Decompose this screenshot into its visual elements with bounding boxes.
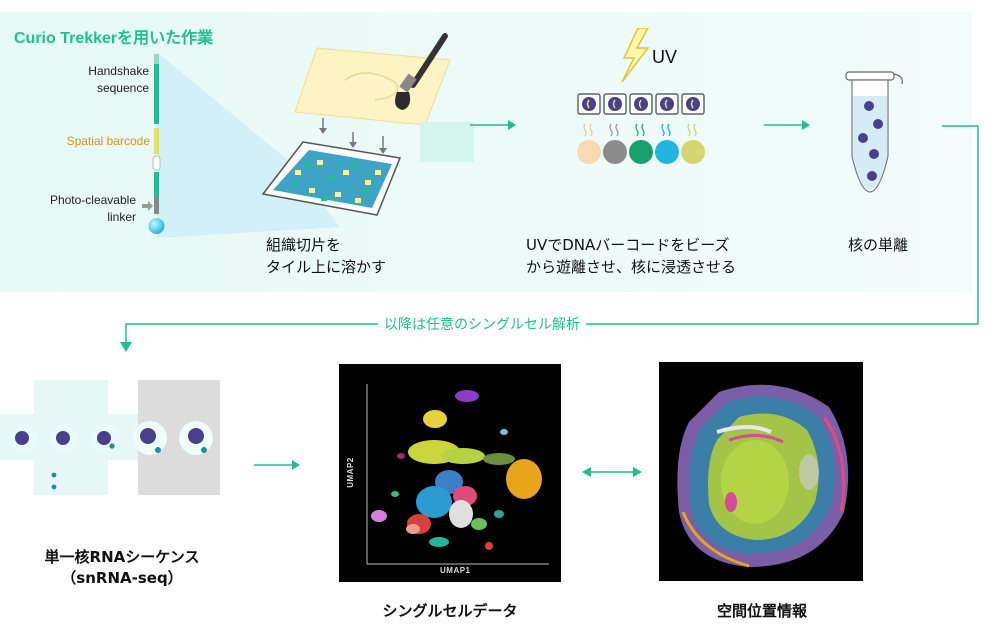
arrow-icon (254, 460, 300, 470)
spatial-caption: 空間位置情報 (716, 602, 807, 620)
brain-section-shape (677, 384, 849, 568)
nuclei-beads-illustration (577, 93, 705, 164)
tile-shape (261, 141, 402, 216)
arrow-icon (764, 120, 810, 130)
divider-label: 以降は任意のシングルセル解析 (378, 314, 586, 334)
step2-line2: から遊離させ、核に浸透させる (526, 258, 737, 276)
umap-clusters (371, 390, 542, 550)
tube-illustration (845, 71, 903, 193)
pointer-arrow-icon (142, 201, 153, 211)
tissue-tile-illustration (261, 33, 451, 216)
photo-cleavable-label: Photo-cleavable linker (30, 192, 136, 226)
release-waves (583, 123, 697, 137)
photo-label-line2: linker (107, 210, 136, 224)
umap-y-label: UMAP2 (345, 457, 355, 488)
handshake-label: Handshake sequence (54, 63, 149, 97)
snrna-caption: 単一核RNAシーケンス （snRNA-seq） (12, 546, 232, 588)
step1-line1: 組織切片を (266, 236, 342, 254)
brush-icon (395, 33, 448, 110)
bead-icon (148, 218, 165, 234)
double-arrow-icon (582, 467, 642, 477)
uv-label: UV (652, 47, 678, 67)
handshake-label-line1: Handshake (88, 64, 149, 78)
step1-line2: タイル上に溶かす (266, 258, 387, 276)
lightning-icon (621, 28, 650, 83)
nucleus-row (577, 93, 705, 115)
bead-row (577, 140, 705, 164)
singlecell-caption: シングルセルデータ (382, 602, 518, 620)
panel-title: Curio Trekkerを用いた作業 (14, 30, 214, 47)
umap-plot (339, 364, 561, 582)
spatial-map-image (659, 362, 863, 581)
photo-label-line1: Photo-cleavable (49, 193, 136, 207)
spatial-barcode-label: Spatial barcode (66, 134, 150, 148)
step1-caption: 組織切片を タイル上に溶かす (266, 234, 386, 278)
umap-x-label: UMAP1 (440, 566, 471, 575)
dna-strand-illustration (148, 54, 165, 234)
handshake-label-line2: sequence (96, 81, 149, 95)
flow-connector (120, 125, 979, 352)
step3-caption: 核の単離 (848, 236, 909, 254)
step2-line1: UVでDNAバーコードをビーズ (526, 236, 730, 254)
snrna-line2: （snRNA-seq） (61, 569, 183, 587)
faint-square (420, 122, 474, 162)
step2-caption: UVでDNAバーコードをビーズ から遊離させ、核に浸透させる (526, 234, 736, 278)
plate-illustration (0, 380, 220, 495)
snrna-line1: 単一核RNAシーケンス (44, 548, 200, 566)
arrow-icon (470, 120, 516, 130)
